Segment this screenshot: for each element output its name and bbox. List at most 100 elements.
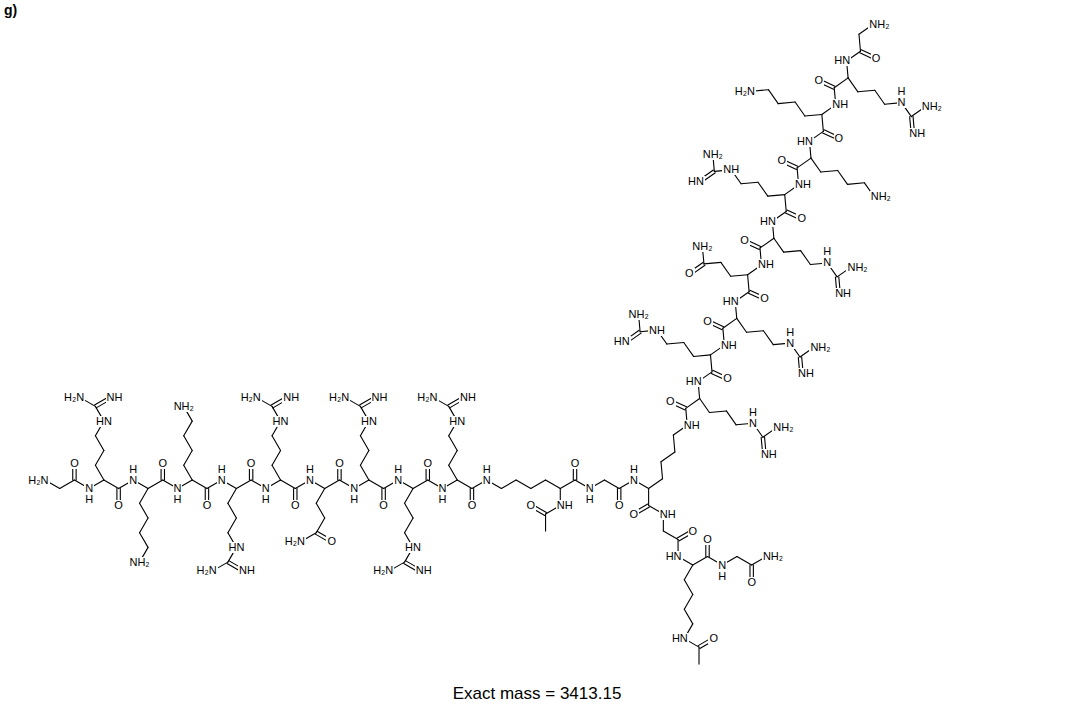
bond bbox=[778, 102, 795, 104]
bond bbox=[316, 518, 325, 533]
atom-label: HN bbox=[272, 416, 290, 427]
atom-label: NH bbox=[648, 325, 666, 336]
bond bbox=[325, 480, 340, 489]
bond bbox=[859, 34, 861, 51]
bond bbox=[95, 465, 104, 480]
bond bbox=[148, 480, 163, 489]
atom-label: NH₂ bbox=[809, 342, 831, 353]
bond bbox=[763, 331, 773, 345]
bond bbox=[667, 343, 684, 345]
bond bbox=[737, 318, 747, 332]
bond bbox=[747, 331, 764, 333]
bond bbox=[748, 275, 750, 292]
atom-label: O bbox=[334, 458, 345, 469]
bond bbox=[140, 489, 149, 504]
atom-label: H₂N bbox=[195, 565, 217, 576]
bond bbox=[785, 195, 787, 212]
bond bbox=[649, 479, 663, 489]
atom-label: NH₂ bbox=[702, 149, 724, 160]
atom-label: O bbox=[629, 509, 640, 520]
atom-label: H₂N bbox=[372, 565, 394, 576]
atom-label: H N bbox=[897, 86, 907, 108]
atom-label: NH₂ bbox=[691, 241, 713, 252]
atom-label: HN bbox=[833, 55, 851, 66]
bond bbox=[721, 262, 731, 276]
atom-label: O bbox=[684, 268, 695, 279]
bond bbox=[360, 451, 369, 466]
atom-label: O bbox=[69, 458, 80, 469]
bond bbox=[95, 436, 104, 451]
atom-label: NH₂ bbox=[870, 191, 892, 202]
bond bbox=[795, 102, 805, 116]
bond bbox=[228, 503, 237, 518]
atom-label: O bbox=[739, 235, 750, 246]
atom-label: O bbox=[814, 75, 825, 86]
bond bbox=[60, 480, 75, 489]
bond bbox=[546, 480, 561, 489]
atom-label: O bbox=[665, 396, 676, 407]
bond bbox=[360, 465, 369, 480]
bond bbox=[140, 503, 149, 518]
atom-label: NH bbox=[659, 509, 677, 520]
bond bbox=[700, 399, 710, 413]
bond bbox=[560, 480, 575, 489]
atom-label: NH₂ bbox=[921, 101, 943, 112]
atom-label: HN bbox=[685, 376, 703, 387]
bond bbox=[545, 514, 546, 531]
atom-label: O bbox=[423, 458, 434, 469]
bond bbox=[731, 275, 748, 277]
bond bbox=[768, 90, 778, 104]
atom-label: O bbox=[702, 534, 713, 545]
bond bbox=[449, 436, 458, 451]
atom-label: H₂N bbox=[416, 392, 438, 403]
bond bbox=[104, 480, 119, 489]
atom-label: HN bbox=[360, 416, 378, 427]
atom-label: H N bbox=[393, 464, 403, 486]
bond bbox=[710, 355, 712, 372]
atom-label: NH bbox=[908, 128, 926, 139]
bond bbox=[684, 580, 693, 595]
bond bbox=[834, 78, 848, 88]
bond bbox=[604, 480, 619, 489]
atom-label: HN bbox=[796, 136, 814, 147]
bond bbox=[686, 399, 700, 409]
bond bbox=[140, 518, 149, 533]
bond bbox=[272, 451, 281, 466]
atom-label: H N bbox=[748, 407, 758, 429]
atom-label: NH₂ bbox=[628, 309, 650, 320]
atom-label: O bbox=[202, 500, 213, 511]
atom-label: HN bbox=[759, 216, 777, 227]
bond bbox=[405, 518, 414, 533]
atom-label: O bbox=[702, 316, 713, 327]
atom-label: H N bbox=[217, 464, 227, 486]
bond bbox=[875, 90, 885, 104]
bond bbox=[272, 436, 281, 451]
atom-label: H₂N bbox=[284, 536, 306, 547]
atom-label: HN bbox=[665, 551, 683, 562]
bond bbox=[449, 451, 458, 466]
atom-label: O bbox=[378, 500, 389, 511]
bond bbox=[457, 480, 472, 489]
atom-label: HN bbox=[613, 336, 631, 347]
atom-label: O bbox=[722, 373, 733, 384]
bond bbox=[449, 465, 458, 480]
atom-label: NH bbox=[415, 565, 433, 576]
bond bbox=[661, 462, 663, 479]
atom-label: H₂N bbox=[240, 392, 262, 403]
bond bbox=[760, 238, 774, 248]
atom-label: O bbox=[776, 155, 787, 166]
atom-label: O bbox=[614, 500, 625, 511]
bond bbox=[272, 465, 281, 480]
atom-label: NH bbox=[459, 392, 477, 403]
atom-label: O bbox=[290, 500, 301, 511]
bond bbox=[838, 170, 848, 184]
bond bbox=[184, 451, 193, 466]
atom-label: HN bbox=[722, 296, 740, 307]
bond bbox=[811, 158, 821, 172]
atom-label: HN bbox=[227, 542, 245, 553]
bond bbox=[316, 503, 325, 518]
bond bbox=[684, 343, 694, 357]
atom-label: H N bbox=[822, 246, 832, 268]
bond bbox=[140, 533, 149, 548]
